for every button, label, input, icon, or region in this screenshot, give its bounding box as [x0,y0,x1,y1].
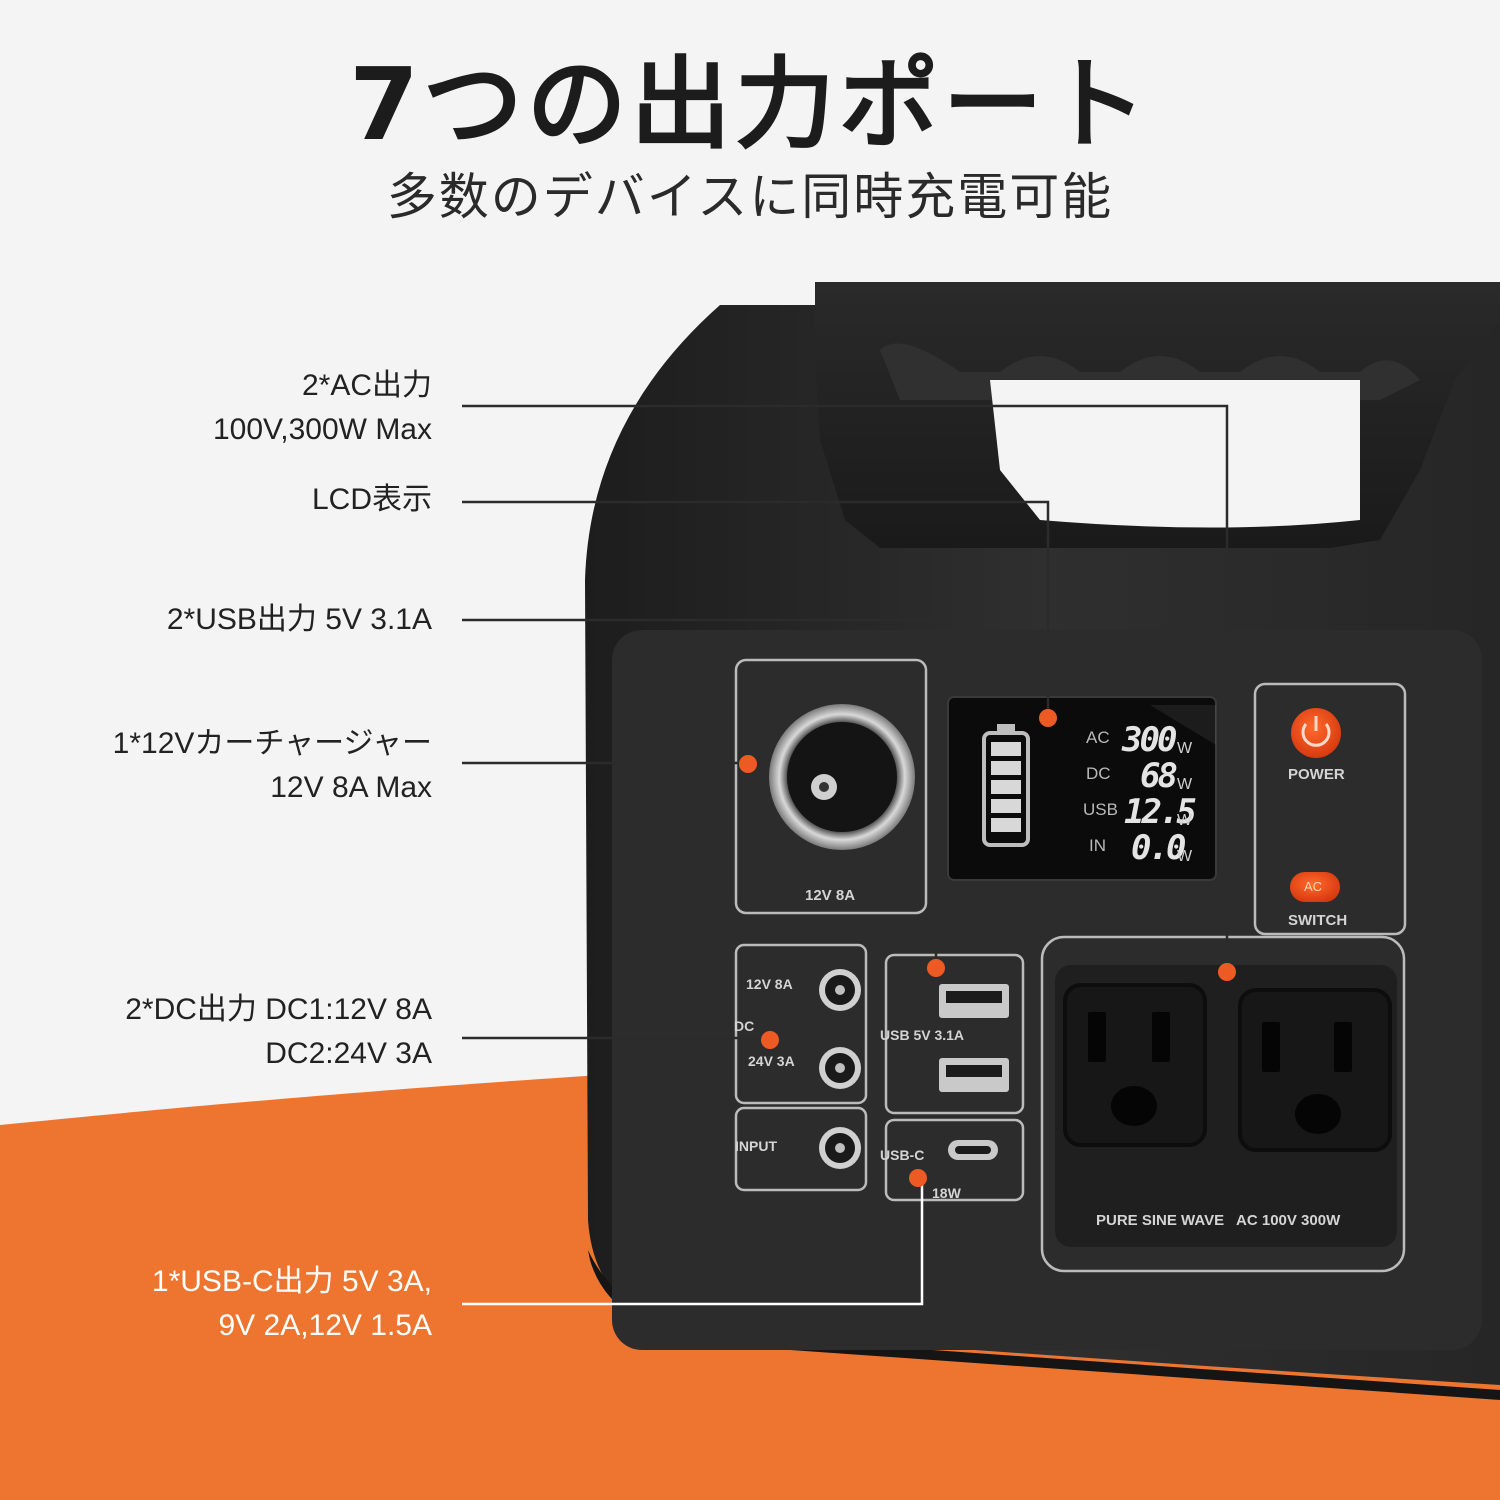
power-label: POWER [1288,766,1345,783]
input-frame [734,1106,868,1192]
callout-ac-line-1: 2*AC出力 [301,369,432,402]
dc1-label: 12V 8A [746,976,793,992]
lcd-ac-value: 300 [1122,720,1177,760]
callout-ac-output: 2*AC出力 100V,300W Max [213,364,432,452]
input-label: INPUT [735,1138,777,1154]
dc-label: DC [734,1018,755,1034]
callout-dots [739,709,1236,1187]
leader-lines [462,404,1229,1040]
switch-label: SWITCH [1288,912,1348,929]
car-charger-frame [734,658,928,915]
car-charger-label: 12V 8A [805,887,856,904]
callout-usbc-line-2: 9V 2A,12V 1.5A [218,1309,433,1342]
lcd-ac-unit: W [1177,740,1193,757]
usbc-leader-line [462,1178,924,1306]
usbc-label: USB-C [880,1147,925,1163]
dc2-label: 24V 3A [748,1053,795,1069]
usbc-watt-label: 18W [932,1185,961,1201]
callout-car-line-1: 1*12Vカーチャージャー [112,727,432,760]
page-title: 7つの出力ポート [349,46,1151,163]
lcd-in-unit: W [1177,848,1193,865]
callout-usbc-output: 1*USB-C出力 5V 3A, 9V 2A,12V 1.5A [152,1260,432,1348]
lcd-usb-label: USB [1083,800,1118,819]
usb-label: USB 5V 3.1A [880,1027,965,1043]
ac-output-label: PURE SINE WAVE AC 100V 300W [1096,1212,1341,1229]
lcd-usb-unit: W [1177,812,1193,829]
callout-dc-output: 2*DC出力 DC1:12V 8A DC2:24V 3A [125,988,432,1076]
ac-output-frame [1040,935,1406,1273]
callout-usb-line-1: 2*USB出力 5V 3.1A [166,603,432,636]
ac-outlet-1[interactable] [1063,983,1207,1147]
callout-lcd: LCD表示 [312,478,432,522]
callout-car-charger: 1*12Vカーチャージャー 12V 8A Max [113,722,432,810]
lcd-dc-unit: W [1177,776,1193,793]
battery-icon [982,724,1030,847]
lcd-in-label: IN [1089,836,1106,855]
callout-car-line-2: 12V 8A Max [270,771,432,804]
ac-outlet-2[interactable] [1238,988,1392,1152]
power-button[interactable] [1291,708,1341,758]
callout-usb-output: 2*USB出力 5V 3.1A [167,598,432,642]
lcd-ac-label: AC [1086,728,1110,747]
callout-lcd-line-1: LCD表示 [311,483,432,516]
callout-dc-line-1: 2*DC出力 DC1:12V 8A [125,993,432,1026]
lcd-dc-label: DC [1086,764,1111,783]
handle-opening [990,380,1360,528]
ac-button-label: AC [1304,879,1323,894]
ac-switch-button[interactable] [1290,872,1340,902]
lcd-in-value: 0.0 [1131,828,1186,868]
usbc-output-frame [884,1118,1025,1202]
callout-usbc-line-1: 1*USB-C出力 5V 3A, [151,1265,432,1298]
callout-ac-line-2: 100V,300W Max [212,413,432,446]
dc-output-frame [734,943,868,1105]
power-icon [1301,716,1331,747]
lcd-usb-value: 12.5 [1124,792,1197,832]
usb-output-frame [884,953,1025,1115]
device-base-shadow [588,1250,1500,1400]
page-subtitle: 多数のデバイスに同時充電可能 [386,168,1114,226]
callout-dc-line-2: DC2:24V 3A [265,1037,432,1070]
lcd-dc-value: 68 [1140,756,1178,796]
control-panel-frame [1253,682,1407,936]
